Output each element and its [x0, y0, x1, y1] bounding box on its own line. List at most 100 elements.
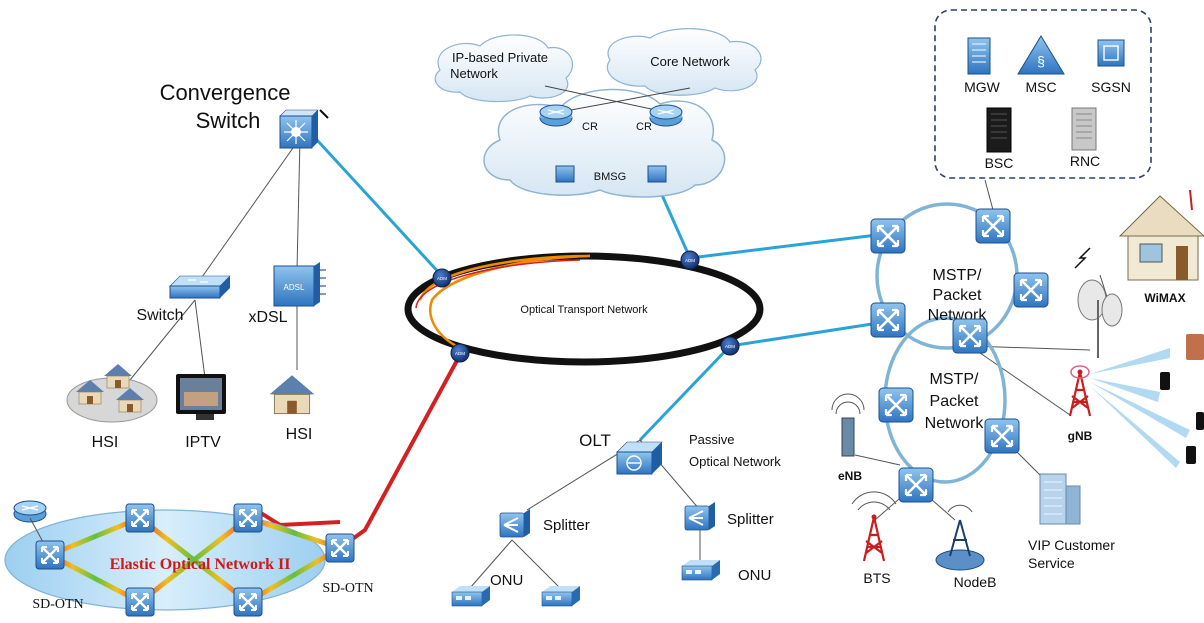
- mstp-upper-label: MSTP/: [933, 267, 982, 284]
- house-icon: [268, 374, 316, 415]
- mstp-switch-icon: [897, 466, 935, 504]
- switch-label: Switch: [136, 307, 183, 324]
- svg-text:Network: Network: [925, 415, 985, 432]
- eon-label: Elastic Optical Network II: [110, 556, 291, 573]
- mgw-label: MGW: [964, 79, 1001, 95]
- link-adm-mstp-top: [689, 232, 886, 260]
- tv-icon: [176, 374, 226, 420]
- dish-antenna-icon: [1077, 279, 1123, 358]
- olt-icon: [616, 441, 663, 475]
- mgw-icon: [967, 37, 991, 75]
- gnb-label: gNB: [1068, 429, 1093, 443]
- router-icon: [13, 500, 47, 523]
- splitter-left-label: Splitter: [543, 517, 590, 534]
- pon-area: OLT Passive Optical Network Splitter Spl…: [451, 431, 781, 607]
- svg-text:Switch: Switch: [196, 108, 261, 133]
- core-network-label: Core Network: [650, 54, 730, 69]
- antenna-tower-icon: [851, 491, 897, 563]
- adsl-modem-icon: ADSL: [273, 262, 326, 307]
- optical-switch-icon: [232, 586, 264, 618]
- link-adm-eon: [338, 354, 462, 550]
- onu-icon: [681, 559, 721, 581]
- mstp-switch-icon: [983, 417, 1021, 455]
- sdotn-left-label: SD-OTN: [32, 597, 83, 612]
- splitter-icon: [499, 508, 531, 538]
- olt-label: OLT: [579, 431, 611, 450]
- msc-icon: §: [1017, 35, 1065, 75]
- optical-switch-icon: [124, 586, 156, 618]
- core-network-cloud: [606, 28, 762, 96]
- bsc-label: BSC: [985, 155, 1014, 171]
- link-bmsg-adm: [656, 185, 692, 259]
- switch-icon: [169, 275, 231, 299]
- onu-right-label: ONU: [738, 567, 771, 584]
- link-adm-olt: [638, 344, 732, 442]
- sgsn-label: SGSN: [1091, 79, 1131, 95]
- cr-right-label: CR: [636, 121, 652, 133]
- hsi-left-label: HSI: [92, 434, 119, 451]
- antenna-tower-icon: [831, 393, 865, 457]
- adm-node-icon: [680, 250, 700, 270]
- server-rack-icon: [1071, 107, 1097, 151]
- mstp-switch-icon: [869, 217, 907, 255]
- bmsg-label: BMSG: [594, 171, 626, 183]
- mstp-switch-icon: [877, 386, 915, 424]
- svg-text:Optical Network: Optical Network: [689, 454, 781, 469]
- sdotn-right-label: SD-OTN: [322, 581, 373, 596]
- mstp-lower-label: MSTP/: [930, 371, 979, 388]
- mstp-switch-icon: [869, 301, 907, 339]
- adm-node-icon: [720, 336, 740, 356]
- server-rack-icon: [986, 107, 1012, 153]
- sgsn-icon: [1097, 39, 1125, 67]
- ip-private-network-label: IP-based Private: [452, 50, 548, 65]
- adm-node-icon: [450, 343, 470, 363]
- mstp-switch-icon: [1012, 271, 1050, 309]
- splitter-icon: [684, 501, 716, 531]
- onu-left-label: ONU: [490, 572, 523, 589]
- link-convergence-adm: [315, 138, 444, 278]
- mstp-switch-icon: [974, 207, 1012, 245]
- wimax-house-icon: [1074, 189, 1204, 281]
- antenna-tower-icon: [1068, 365, 1092, 418]
- svg-text:§: §: [1037, 53, 1045, 69]
- convergence-switch-label: Convergence: [160, 80, 291, 105]
- svg-text:Network: Network: [450, 66, 498, 81]
- cr-left-label: CR: [582, 121, 598, 133]
- router-icon: [649, 104, 683, 127]
- antenna-tower-icon: [935, 504, 985, 571]
- onu-icon: [541, 585, 581, 607]
- enb-label: eNB: [838, 469, 862, 483]
- optical-transport-ring: Optical Transport Network: [404, 250, 764, 366]
- mstp-switch-icon: [951, 317, 989, 355]
- wireless-area: WiMAX gNB eNB: [831, 189, 1204, 590]
- vip-label: VIP Customer: [1028, 537, 1115, 553]
- elastic-optical-network: Elastic Optical Network II SD-OTN SD-OTN: [4, 500, 374, 618]
- optical-switch-icon: [34, 539, 66, 571]
- mstp-area: MSTP/ Packet Network MSTP/ Packet Networ…: [869, 202, 1050, 504]
- svg-text:Packet: Packet: [930, 393, 979, 410]
- links: [129, 137, 1109, 589]
- convergence-switch-icon: [279, 109, 329, 149]
- core-services-box: MGW § MSC SGSN BSC RNC: [934, 9, 1152, 179]
- otn-label: Optical Transport Network: [520, 304, 648, 316]
- bmsg-left-icon: [555, 165, 575, 183]
- rnc-label: RNC: [1070, 153, 1100, 169]
- bmsg-right-icon: [647, 165, 667, 183]
- adm-node-icon: [432, 268, 452, 288]
- left-access-area: Convergence Switch Switch ADSL xDSL: [66, 80, 329, 451]
- bts-label: BTS: [863, 570, 890, 586]
- svg-text:Service: Service: [1028, 555, 1075, 571]
- phone-icon: [1160, 334, 1204, 464]
- svg-text:Packet: Packet: [933, 287, 982, 304]
- optical-switch-icon: [232, 502, 264, 534]
- iptv-label: IPTV: [185, 434, 221, 451]
- core-cloud-group: IP-based Private Network Core Network CR…: [434, 28, 762, 198]
- optical-switch-icon: [324, 532, 356, 564]
- hsi-right-label: HSI: [286, 426, 313, 443]
- ip-private-network-cloud: [434, 34, 574, 103]
- pon-label: Passive: [689, 432, 735, 447]
- splitter-right-label: Splitter: [727, 511, 774, 528]
- nodeb-label: NodeB: [954, 574, 997, 590]
- wimax-label: WiMAX: [1144, 291, 1185, 305]
